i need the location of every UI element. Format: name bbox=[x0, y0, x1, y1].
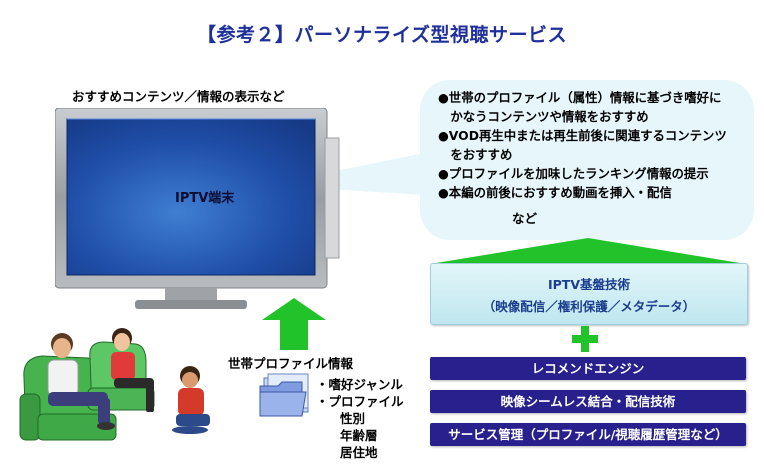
tech-bar-service-management: サービス管理（プロファイル/視聴履歴管理など） bbox=[430, 423, 746, 446]
profile-list: ・嗜好ジャンル ・プロファイル 性別 年齢層 居住地 bbox=[316, 376, 404, 461]
bubble-item: ●プロファイルを加味したランキング情報の提示 bbox=[438, 166, 709, 181]
upward-triangle-icon bbox=[430, 238, 746, 264]
tv-icon bbox=[55, 108, 340, 309]
tv-caption: おすすめコンテンツ／情報の表示など bbox=[72, 89, 285, 104]
page-title: 【参考２】パーソナライズ型視聴サービス bbox=[197, 24, 567, 46]
folder-icon bbox=[259, 373, 309, 417]
bubble-item: をおすすめ bbox=[438, 147, 513, 162]
profile-sub-age: 年齢層 bbox=[340, 428, 378, 443]
bubble-item: かなうコンテンツや情報をおすすめ bbox=[438, 109, 649, 124]
bubble-etc: など bbox=[512, 211, 538, 226]
profile-item-profile: ・プロファイル bbox=[316, 394, 404, 409]
bubble-item: ●本編の前後におすすめ動画を挿入・配信 bbox=[438, 185, 672, 200]
recommendation-bubble: ●世帯のプロファイル（属性）情報に基づき嗜好に かなうコンテンツや情報をおすすめ… bbox=[420, 80, 754, 240]
iptv-platform-box: IPTV基盤技術 （映像配信／権利保護／メタデータ） bbox=[430, 263, 748, 325]
tv-screen-label: IPTV端末 bbox=[175, 191, 235, 206]
family-illustration bbox=[19, 328, 210, 441]
tech-bar-seamless-delivery: 映像シームレス結合・配信技術 bbox=[430, 390, 746, 413]
plus-icon bbox=[572, 326, 598, 352]
household-profile-label: 世帯プロファイル情報 bbox=[228, 356, 354, 371]
profile-sub-residence: 居住地 bbox=[340, 445, 378, 460]
profile-item-genre: ・嗜好ジャンル bbox=[316, 377, 403, 392]
profile-sub-gender: 性別 bbox=[340, 411, 366, 426]
tech-bar-recommend-engine: レコメンドエンジン bbox=[430, 357, 746, 380]
platform-subtitle: （映像配信／権利保護／メタデータ） bbox=[482, 299, 696, 314]
platform-title: IPTV基盤技術 bbox=[547, 277, 630, 292]
up-arrow-icon bbox=[262, 298, 326, 350]
bubble-item: ●VOD再生中または再生前後に関連するコンテンツ bbox=[438, 128, 727, 143]
bubble-item: ●世帯のプロファイル（属性）情報に基づき嗜好に bbox=[438, 90, 722, 105]
